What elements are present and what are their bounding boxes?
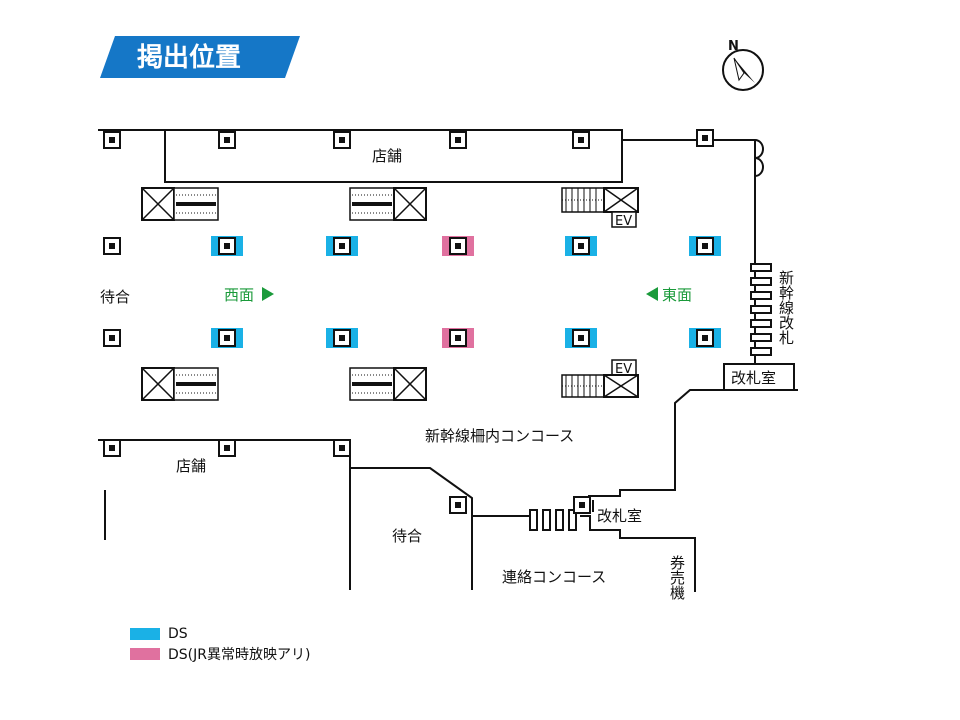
pillar-marker <box>449 496 467 514</box>
escalator-bottom-2 <box>349 367 427 401</box>
ticket-machine-label: 券売機 <box>668 555 686 601</box>
pillar-markers <box>103 129 721 514</box>
waiting-left-label: 待合 <box>100 288 130 306</box>
east-face-indicator: 東面 <box>646 286 692 304</box>
north-label: N <box>728 39 739 54</box>
escalator-bottom-1 <box>141 367 219 401</box>
west-face-indicator: 西面 <box>224 286 274 304</box>
pillar-marker <box>333 131 351 149</box>
ds-marker <box>326 236 358 256</box>
legend-item-ds: DS <box>130 624 310 644</box>
ds-jr-marker <box>442 236 474 256</box>
shinkansen-gate-label: 新幹線改札 <box>777 270 795 345</box>
pillar-marker <box>218 131 236 149</box>
compass-icon: N <box>722 39 764 91</box>
arrow-right-icon <box>262 287 274 301</box>
ds-marker <box>211 236 243 256</box>
legend-item-ds-jr: DS(JR異常時放映アリ) <box>130 644 310 664</box>
ds-marker <box>689 236 721 256</box>
pillar-marker <box>218 439 236 457</box>
pillar-marker <box>103 439 121 457</box>
pillar-marker <box>333 439 351 457</box>
inner-concourse-label: 新幹線柵内コンコース <box>425 427 574 445</box>
legend-label-ds-jr: DS(JR異常時放映アリ) <box>168 647 311 663</box>
pillar-marker <box>696 129 714 147</box>
pillar-marker <box>103 329 121 347</box>
shop-top-label: 店舗 <box>372 147 402 165</box>
pillar-marker <box>103 237 121 255</box>
title-banner: 掲出位置 <box>100 36 300 78</box>
ds-marker <box>211 328 243 348</box>
arrow-left-icon <box>646 287 658 301</box>
stairs-ev-top: EV <box>561 187 639 229</box>
ev-top-label: EV <box>615 214 632 229</box>
shop-bottom-label: 店舗 <box>176 457 206 475</box>
legend: DS DS(JR異常時放映アリ) <box>130 624 310 664</box>
ev-bottom-label: EV <box>615 362 632 377</box>
title: 掲出位置 <box>137 42 241 73</box>
gate-room-top-label: 改札室 <box>731 369 776 387</box>
escalator-top-2 <box>349 187 427 221</box>
east-face-label: 東面 <box>662 286 692 304</box>
link-gate-machines <box>529 509 577 531</box>
ds-marker <box>326 328 358 348</box>
pillar-marker <box>449 131 467 149</box>
ds-marker <box>565 328 597 348</box>
ds-marker <box>689 328 721 348</box>
legend-swatch-ds-jr <box>130 648 160 660</box>
link-concourse-label: 連絡コンコース <box>502 568 606 586</box>
gate-room-top-box <box>723 363 795 391</box>
west-face-label: 西面 <box>224 286 254 304</box>
pillar-marker <box>573 496 591 514</box>
pillar-marker <box>103 131 121 149</box>
stairs-ev-bottom: EV <box>561 359 639 398</box>
ds-jr-marker <box>442 328 474 348</box>
legend-swatch-ds <box>130 628 160 640</box>
legend-label-ds: DS <box>168 626 188 642</box>
ds-marker <box>565 236 597 256</box>
gate-room-bottom-label: 改札室 <box>597 507 642 525</box>
escalator-top-1 <box>141 187 219 221</box>
pillar-marker <box>572 131 590 149</box>
waiting-bottom-label: 待合 <box>392 527 422 545</box>
shinkansen-gate-machines <box>750 263 772 356</box>
